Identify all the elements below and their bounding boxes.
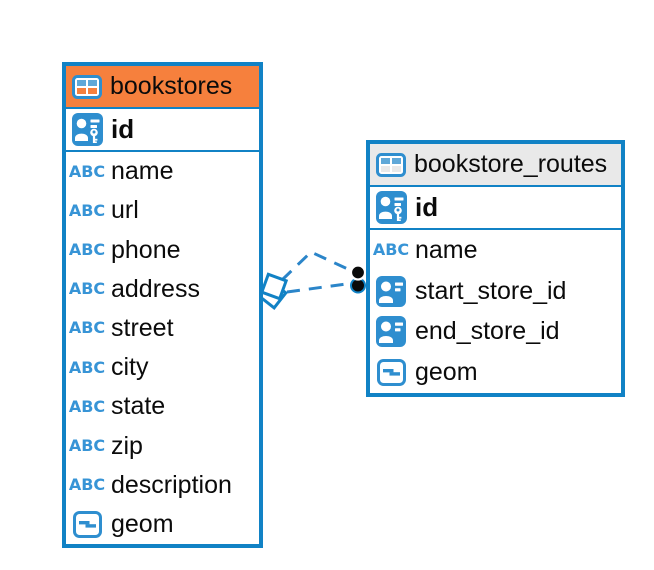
column-row[interactable]: ABC name [66, 152, 259, 191]
abc-icon: ABC [68, 436, 106, 456]
abc-icon: ABC [68, 318, 106, 338]
abc-icon: ABC [68, 200, 106, 220]
text-type-icon: ABC [68, 438, 106, 454]
column-name: city [111, 353, 149, 382]
column-name: name [111, 157, 174, 186]
abc-icon: ABC [68, 161, 106, 181]
column-row[interactable]: ABC city [66, 348, 259, 387]
text-type-icon: ABC [68, 242, 106, 258]
column-row[interactable]: start_store_id [370, 271, 621, 312]
reference-type-icon-slot [372, 276, 410, 307]
text-type-icon: ABC [68, 200, 106, 220]
column-row[interactable]: ABC zip [66, 426, 259, 465]
relationship-line-1[interactable] [280, 250, 353, 282]
geometry-type-icon-slot [68, 511, 106, 538]
column-list: ABC name ABC url ABC phone ABC address A… [66, 152, 259, 544]
geometry-type-icon [73, 511, 102, 538]
table-bookstore-routes-header[interactable]: bookstore_routes [370, 144, 621, 187]
geometry-type-icon [377, 359, 406, 386]
relationship-endpoint-dot-2[interactable] [350, 277, 366, 294]
relationship-diamond-handle-front[interactable] [259, 272, 289, 301]
column-row-pk[interactable]: id [66, 109, 259, 152]
column-name: zip [111, 431, 143, 460]
text-type-icon: ABC [68, 357, 106, 377]
column-name: geom [415, 358, 478, 387]
column-name: url [111, 196, 139, 225]
column-row[interactable]: ABC state [66, 387, 259, 426]
relationship-line-2[interactable] [286, 282, 351, 294]
column-row[interactable]: end_store_id [370, 312, 621, 353]
column-row[interactable]: ABC description [66, 466, 259, 505]
column-name: street [111, 313, 174, 342]
abc-icon: ABC [68, 475, 106, 495]
column-name: geom [111, 509, 174, 538]
user-key-icon [376, 191, 407, 224]
table-icon [376, 153, 406, 177]
column-name: state [111, 392, 166, 421]
column-row[interactable]: geom [370, 352, 621, 393]
column-row[interactable]: ABC phone [66, 230, 259, 269]
table-name: bookstore_routes [414, 150, 608, 178]
column-list: ABC name start_store_id end_store_id ge [370, 230, 621, 393]
column-name: phone [111, 235, 181, 264]
table-name: bookstores [110, 72, 233, 100]
user-key-icon [72, 113, 103, 146]
abc-icon: ABC [68, 396, 106, 416]
reference-type-icon-slot [372, 316, 410, 347]
column-row[interactable]: geom [66, 505, 259, 544]
table-bookstores[interactable]: bookstores id ABC name ABC url ABC phone… [62, 62, 263, 548]
primary-key-icon-slot [372, 191, 410, 224]
column-name: address [111, 274, 200, 303]
column-row[interactable]: ABC url [66, 191, 259, 230]
column-row[interactable]: ABC street [66, 309, 259, 348]
table-icon [72, 75, 102, 99]
abc-icon: ABC [372, 240, 410, 260]
text-type-icon: ABC [68, 477, 106, 493]
relationship-connector [257, 250, 367, 310]
primary-key-icon-slot [68, 113, 106, 146]
column-name: description [111, 470, 232, 499]
text-type-icon: ABC [68, 281, 106, 297]
table-bookstore-routes[interactable]: bookstore_routes id ABC name start_store… [366, 140, 625, 397]
user-reference-icon [376, 316, 406, 347]
abc-icon: ABC [68, 357, 106, 377]
column-name: start_store_id [415, 276, 567, 305]
geometry-type-icon-slot [372, 359, 410, 386]
column-name: name [415, 235, 478, 264]
column-name: id [111, 114, 135, 144]
abc-icon: ABC [68, 279, 106, 299]
text-type-icon: ABC [68, 396, 106, 416]
text-type-icon: ABC [68, 161, 106, 181]
user-reference-icon [376, 276, 406, 307]
table-bookstores-header[interactable]: bookstores [66, 66, 259, 109]
column-row-pk[interactable]: id [370, 187, 621, 230]
column-name: end_store_id [415, 317, 560, 346]
text-type-icon: ABC [68, 320, 106, 336]
abc-icon: ABC [68, 240, 106, 259]
text-type-icon: ABC [372, 242, 410, 258]
column-name: id [415, 192, 439, 222]
relationship-endpoint-dot-1[interactable] [349, 264, 367, 281]
column-row[interactable]: ABC name [370, 230, 621, 271]
column-row[interactable]: ABC address [66, 270, 259, 309]
